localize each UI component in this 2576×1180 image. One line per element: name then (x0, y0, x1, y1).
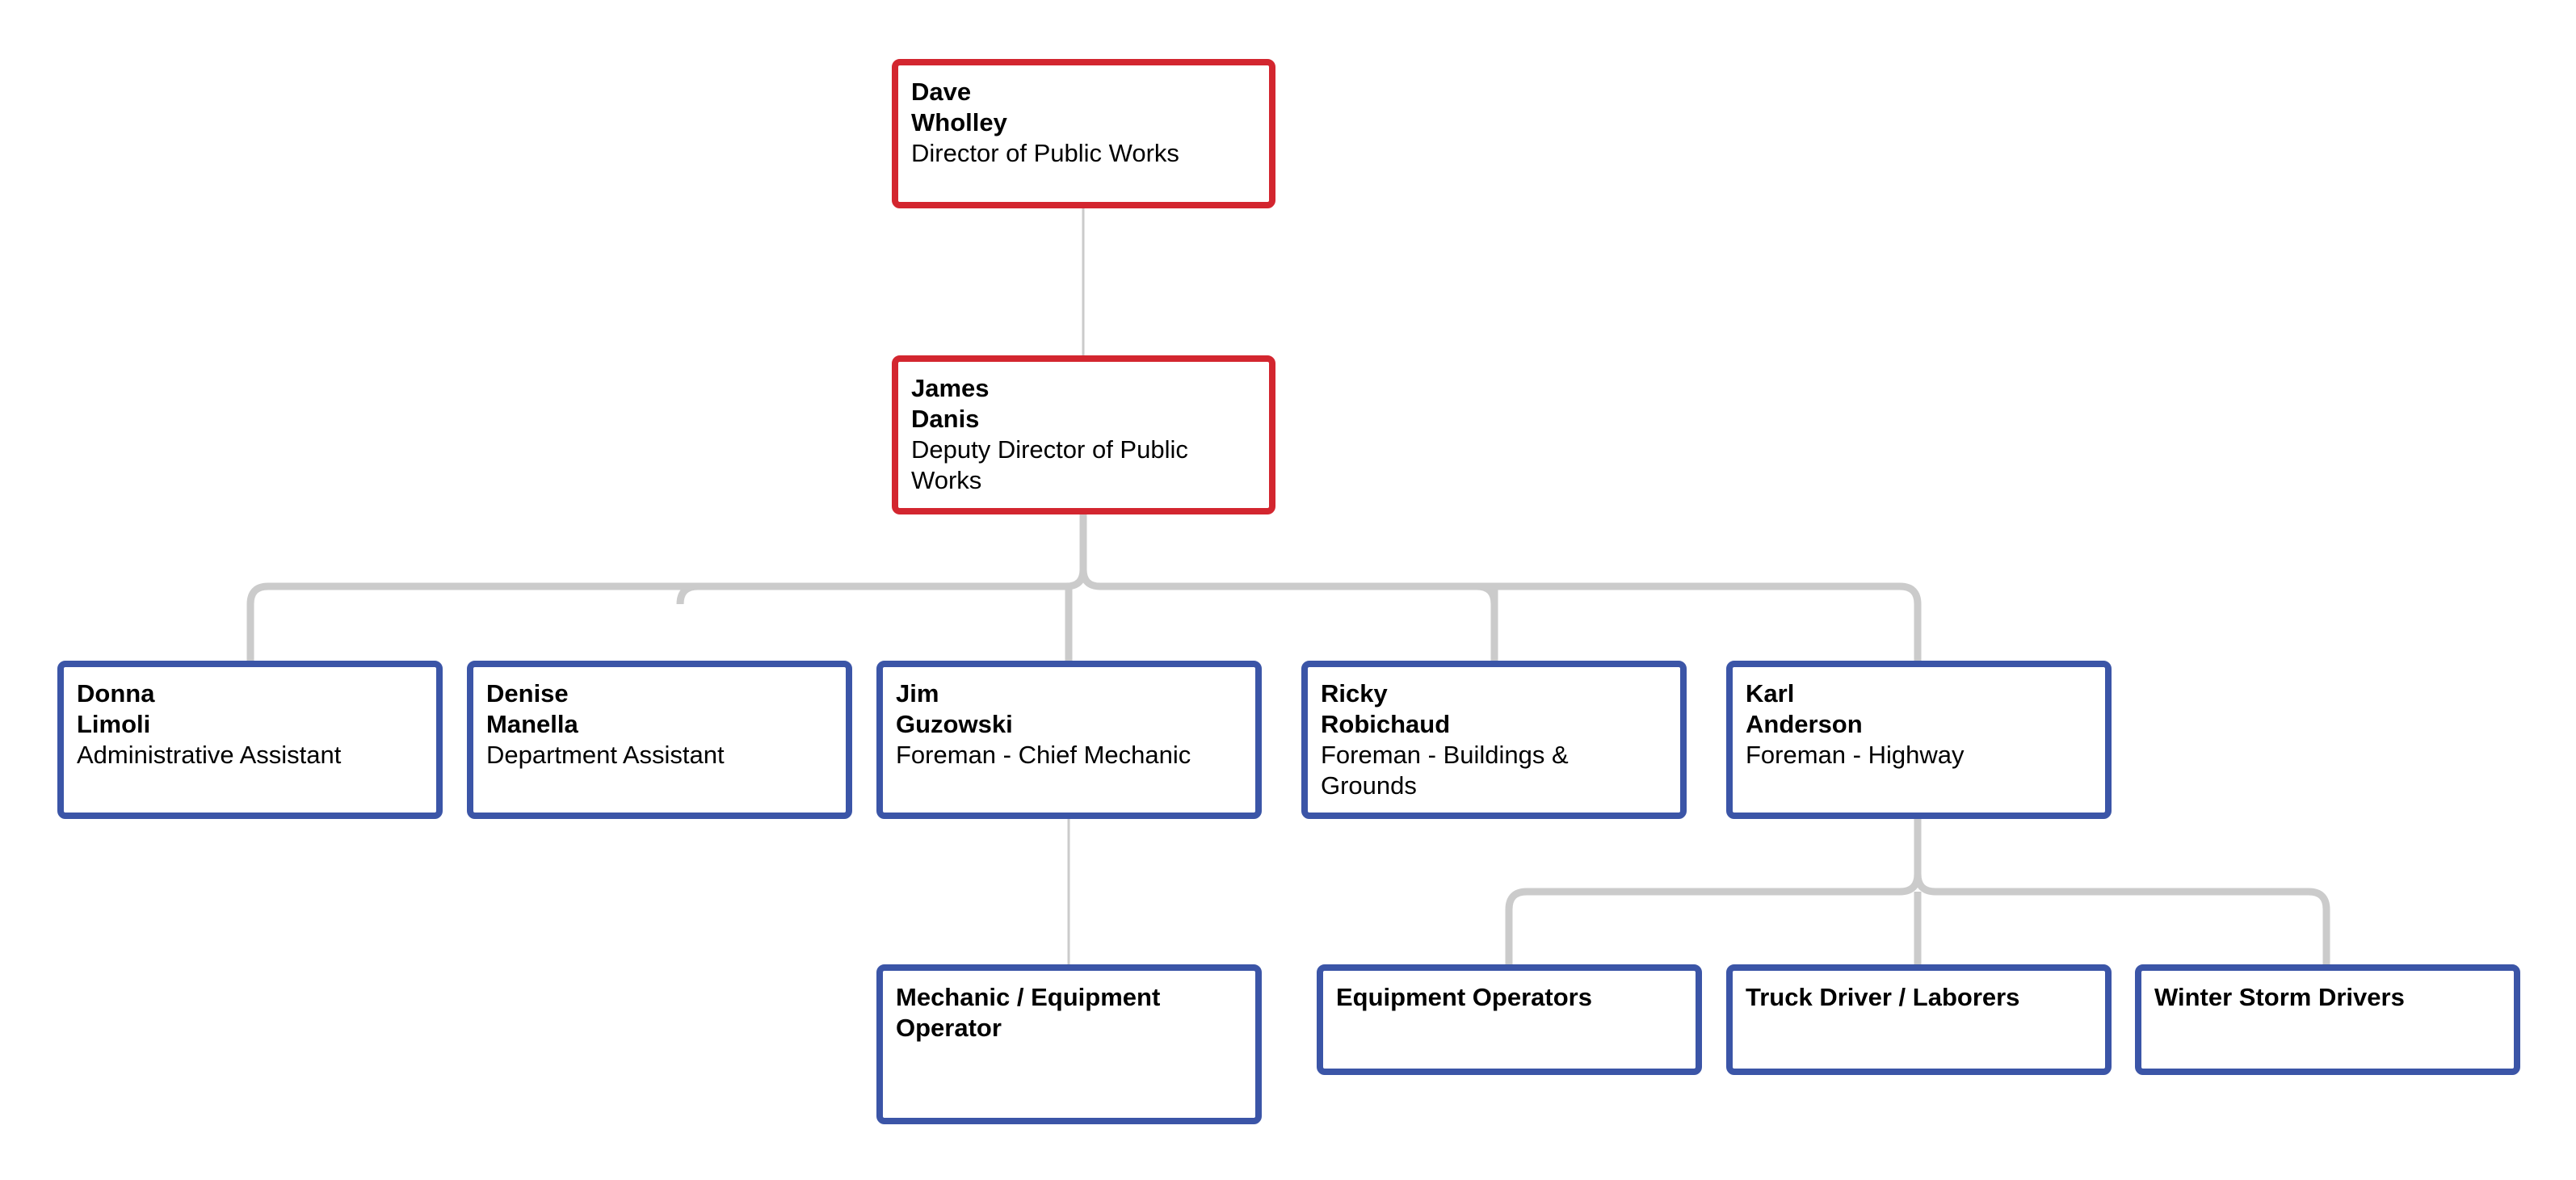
node-truck-drivers-laborers[interactable]: Truck Driver / Laborers (1726, 964, 2112, 1075)
node-last-name: Limoli (77, 710, 151, 738)
node-buildings-grounds[interactable]: Ricky Robichaud Foreman - Buildings & Gr… (1301, 661, 1687, 819)
node-first-name: Denise (486, 679, 569, 708)
node-role: Deputy Director of Public Works (911, 435, 1188, 494)
node-role: Administrative Assistant (77, 741, 342, 769)
node-last-name: Robichaud (1321, 710, 1451, 738)
node-deputy[interactable]: James Danis Deputy Director of Public Wo… (892, 355, 1275, 514)
node-label: Truck Driver / Laborers (1746, 983, 2020, 1011)
node-last-name: Guzowski (896, 710, 1013, 738)
node-label: Mechanic / Equipment Operator (896, 983, 1161, 1042)
node-role: Foreman - Highway (1746, 741, 1965, 769)
node-admin-assistant[interactable]: Donna Limoli Administrative Assistant (57, 661, 443, 819)
node-role: Director of Public Works (911, 139, 1179, 167)
connector-highway-children (1505, 817, 2330, 966)
node-winter-storm-drivers[interactable]: Winter Storm Drivers (2135, 964, 2520, 1075)
connector-deputy-children (246, 512, 1922, 662)
node-first-name: Dave (911, 78, 972, 106)
node-director[interactable]: Dave Wholley Director of Public Works (892, 59, 1275, 208)
node-last-name: Danis (911, 405, 980, 433)
node-label: Equipment Operators (1336, 983, 1592, 1011)
node-first-name: Karl (1746, 679, 1795, 708)
node-highway[interactable]: Karl Anderson Foreman - Highway (1726, 661, 2112, 819)
node-last-name: Manella (486, 710, 578, 738)
node-first-name: Ricky (1321, 679, 1388, 708)
node-mechanic-equipment-operator[interactable]: Mechanic / Equipment Operator (876, 964, 1262, 1124)
node-first-name: James (911, 374, 990, 402)
node-role: Foreman - Chief Mechanic (896, 741, 1191, 769)
node-first-name: Jim (896, 679, 939, 708)
node-last-name: Wholley (911, 108, 1007, 136)
node-equipment-operators[interactable]: Equipment Operators (1317, 964, 1702, 1075)
node-last-name: Anderson (1746, 710, 1863, 738)
node-first-name: Donna (77, 679, 155, 708)
node-chief-mechanic[interactable]: Jim Guzowski Foreman - Chief Mechanic (876, 661, 1262, 819)
node-role: Department Assistant (486, 741, 725, 769)
node-role: Foreman - Buildings & Grounds (1321, 741, 1569, 800)
node-label: Winter Storm Drivers (2154, 983, 2405, 1011)
node-department-assistant[interactable]: Denise Manella Department Assistant (467, 661, 852, 819)
